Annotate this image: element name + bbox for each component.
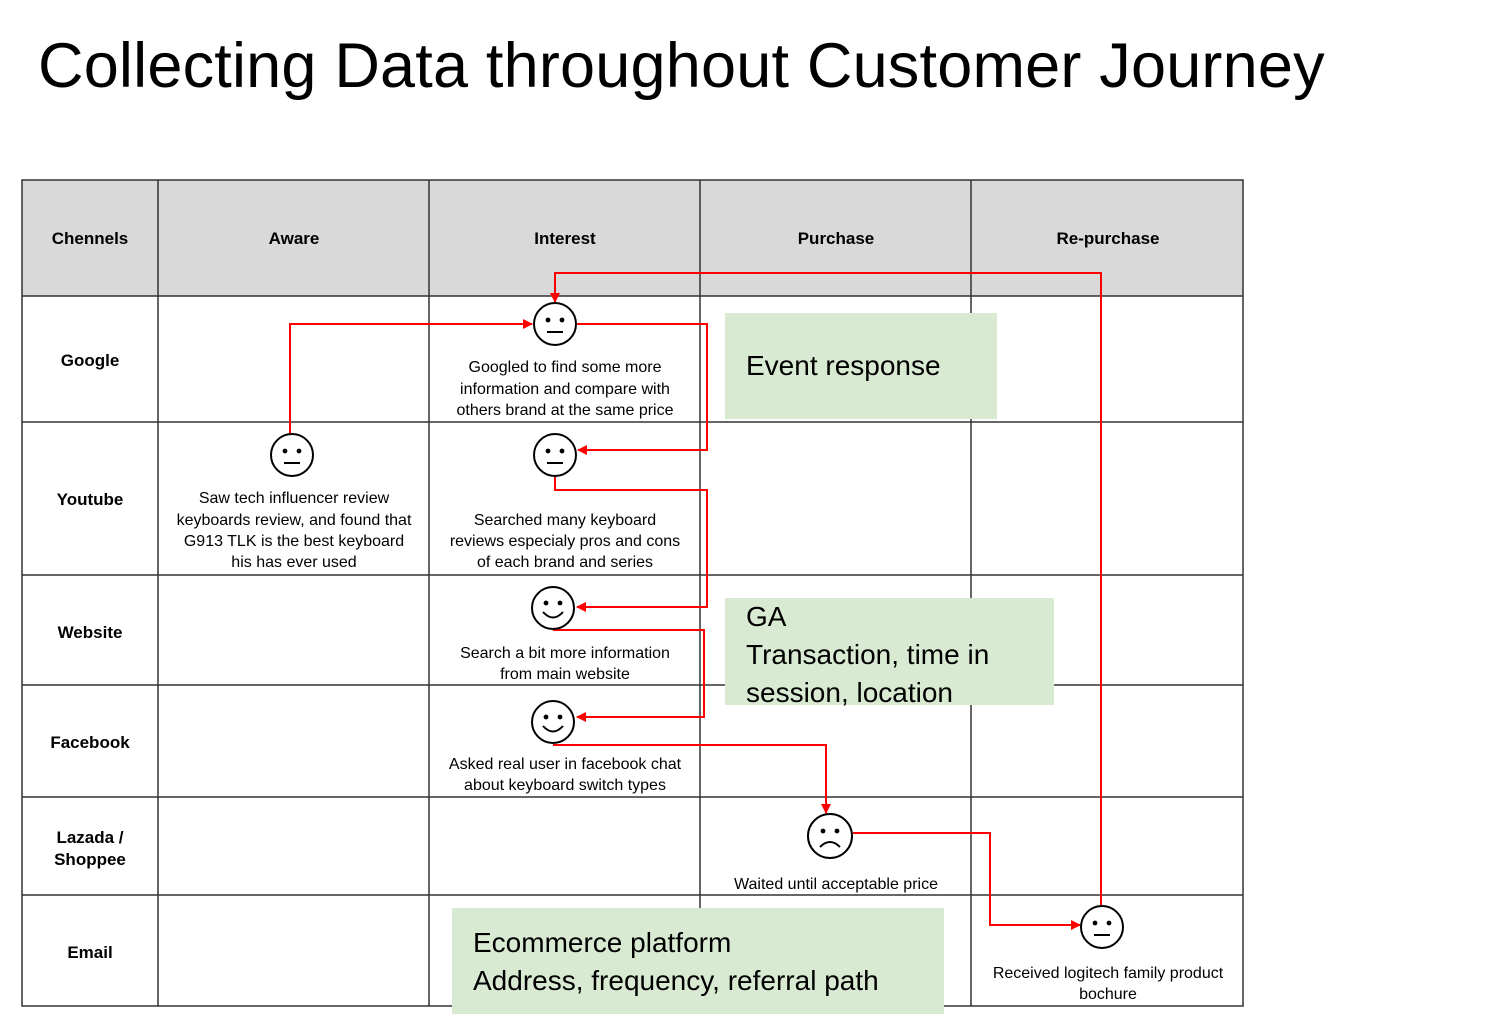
header-purchase: Purchase xyxy=(798,229,875,248)
table-grid xyxy=(21,179,1244,1007)
slide-title: Collecting Data throughout Customer Jour… xyxy=(38,31,1325,101)
note-ga-line2: Transaction, time in xyxy=(746,639,990,670)
arrow-google-to-youtube xyxy=(577,323,708,455)
arrow-youtube-to-website xyxy=(554,477,708,612)
happy-face-icon xyxy=(531,586,575,630)
step-desc-website-interest-line2: from main website xyxy=(500,666,630,683)
step-desc-email-repurchase-line1: Received logitech family product xyxy=(993,965,1224,982)
neutral-face-icon xyxy=(533,302,577,346)
note-ga-line1: GA xyxy=(746,601,787,632)
neutral-face-icon xyxy=(1080,905,1124,949)
sad-face-icon xyxy=(807,813,853,859)
step-desc-youtube-interest-line1: Searched many keyboard xyxy=(474,512,656,529)
row-label-youtube: Youtube xyxy=(57,490,124,509)
step-desc-youtube-interest-line3: of each brand and series xyxy=(477,554,653,571)
row-label-google: Google xyxy=(61,351,120,370)
row-label-email: Email xyxy=(67,943,112,962)
header-repurchase: Re-purchase xyxy=(1057,229,1160,248)
note-ga-line3: session, location xyxy=(746,677,954,708)
neutral-face-icon xyxy=(533,433,577,477)
step-desc-google-interest-line2: information and compare with xyxy=(460,381,670,398)
step-desc-website-interest-line1: Search a bit more information xyxy=(460,645,670,662)
note-ga: GA Transaction, time in session, locatio… xyxy=(725,598,1054,708)
step-desc-lazada-purchase-line1: Waited until acceptable price xyxy=(734,876,938,893)
journey-arrows xyxy=(289,272,1102,930)
face-group xyxy=(270,302,1124,949)
step-desc-youtube-aware-line4: his has ever used xyxy=(231,554,356,571)
header-aware: Aware xyxy=(269,229,320,248)
step-desc-google-interest-line1: Googled to find some more xyxy=(469,359,662,376)
arrow-facebook-to-lazada xyxy=(553,744,831,814)
arrow-lazada-to-email xyxy=(853,832,1081,930)
note-ecommerce-line2: Address, frequency, referral path xyxy=(473,965,879,996)
note-event-line1: Event response xyxy=(746,350,941,381)
note-ecommerce: Ecommerce platform Address, frequency, r… xyxy=(452,908,944,1014)
step-desc-facebook-interest-line1: Asked real user in facebook chat xyxy=(449,756,682,773)
header-channels: Chennels xyxy=(52,229,129,248)
step-desc-facebook-interest-line2: about keyboard switch types xyxy=(464,777,666,794)
arrow-email-to-google xyxy=(550,272,1102,905)
step-desc-youtube-aware-line3: G913 TLK is the best keyboard xyxy=(184,533,404,550)
step-desc-youtube-interest-line2: reviews especialy pros and cons xyxy=(450,533,680,550)
happy-face-icon xyxy=(531,700,575,744)
step-desc-youtube-aware-line2: keyboards review, and found that xyxy=(177,512,412,529)
arrow-website-to-facebook xyxy=(553,629,705,722)
note-ecommerce-line1: Ecommerce platform xyxy=(473,927,732,958)
step-desc-youtube-aware-line1: Saw tech influencer review xyxy=(199,490,390,507)
row-label-lazada-line1: Lazada / xyxy=(56,828,123,847)
header-interest: Interest xyxy=(534,229,596,248)
arrow-aware-to-google xyxy=(289,319,533,433)
row-label-website: Website xyxy=(58,623,123,642)
note-event-response: Event response xyxy=(725,313,997,419)
step-desc-google-interest-line3: others brand at the same price xyxy=(456,402,673,419)
row-label-facebook: Facebook xyxy=(50,733,130,752)
header-band xyxy=(22,180,1243,296)
neutral-face-icon xyxy=(270,433,314,477)
row-label-lazada-line2: Shoppee xyxy=(54,850,126,869)
step-desc-email-repurchase-line2: bochure xyxy=(1079,986,1137,1003)
